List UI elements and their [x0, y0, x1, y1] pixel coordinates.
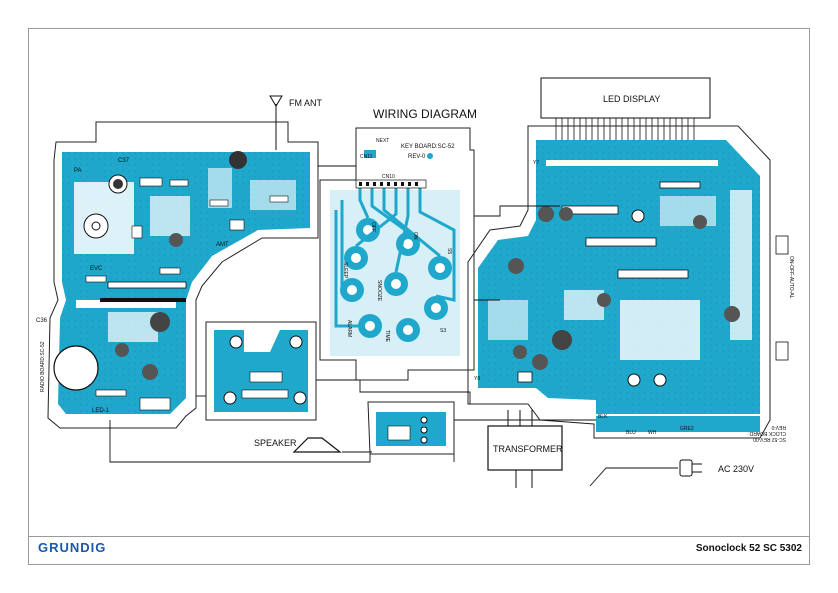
wire-gre2-label: GRE2 — [680, 426, 694, 432]
y7-label: Y7 — [533, 160, 539, 166]
keyboard-rev: REV-0 — [408, 154, 426, 160]
key-time-label: TIME — [384, 330, 390, 343]
c37-label: C37 — [118, 158, 130, 164]
sw1-icon — [775, 235, 789, 255]
speaker-label: SPEAKER — [254, 438, 297, 448]
cn11-label: CN11 — [360, 154, 373, 160]
clock-board-label-1: CLOCK BOARD: — [748, 430, 786, 436]
radio-board: FM ANT PA AMT EVC LED-1 C36 C37 RADIO BO… — [36, 95, 323, 429]
transformer-icon — [487, 425, 563, 471]
led-display-label: LED DISPLAY — [603, 94, 660, 104]
key-alarm-label: ALARM — [346, 320, 352, 337]
switch-mode-label: ON-OFF-AUTO-AL — [788, 256, 794, 299]
y8-label: Y8 — [474, 376, 480, 382]
wire-blk-label: BLK — [598, 414, 608, 420]
led-label: LED-1 — [92, 408, 110, 414]
model-label: Sonoclock 52 SC 5302 — [695, 543, 802, 554]
transformer-label: TRANSFORMER — [493, 444, 563, 454]
plug-icon — [679, 459, 693, 477]
wire-blu-label: BLU — [626, 430, 636, 436]
key-s3-label: S3 — [440, 328, 446, 334]
brand-logo: GRUNDIG — [38, 540, 107, 555]
pa-label: PA — [74, 168, 82, 174]
clock-board-label-2: SC-52 REV-00 — [753, 436, 786, 442]
key-off-label: OFF — [370, 222, 376, 232]
ac-label: AC 230V — [718, 464, 754, 474]
speaker-jack-icon — [53, 345, 99, 391]
footer-divider — [28, 536, 810, 537]
interconnect-wires — [109, 150, 678, 487]
cn10-label: CN10 — [382, 174, 395, 180]
ac-plug: AC 230V — [679, 459, 754, 477]
evc-label: EVC — [90, 266, 103, 272]
transformer: TRANSFORMER — [487, 410, 563, 488]
clock-board: LED DISPLAY — [467, 77, 794, 442]
diagram-title: WIRING DIAGRAM — [373, 107, 477, 121]
speaker-board: SPEAKER — [205, 321, 342, 453]
c36-label: C36 — [36, 318, 48, 324]
fm-ant-label: FM ANT — [289, 98, 323, 108]
speaker-icon — [292, 437, 342, 453]
keyboard-board: WIRING DIAGRAM NEXT KEY BOARD:SC-52 REV-… — [319, 107, 477, 381]
switch-board — [367, 401, 455, 455]
led-display-module — [540, 77, 711, 119]
key-on-label: ON — [412, 232, 418, 240]
radio-board-label: RADIO BOARD:SC-52 — [40, 341, 46, 392]
keyboard-title: KEY BOARD:SC-52 — [401, 144, 455, 150]
key-s5-label: S5 — [446, 248, 452, 254]
key-snooze-label: SNOOZE — [376, 280, 382, 302]
wire-wh-label: WH — [648, 430, 657, 436]
rev-tag-label: REV-0 — [771, 424, 786, 430]
amt-label: AMT — [216, 242, 229, 248]
next-label: NEXT — [376, 138, 389, 144]
sw2-icon — [775, 341, 789, 361]
key-sleep-label: SLEEP — [342, 262, 348, 279]
